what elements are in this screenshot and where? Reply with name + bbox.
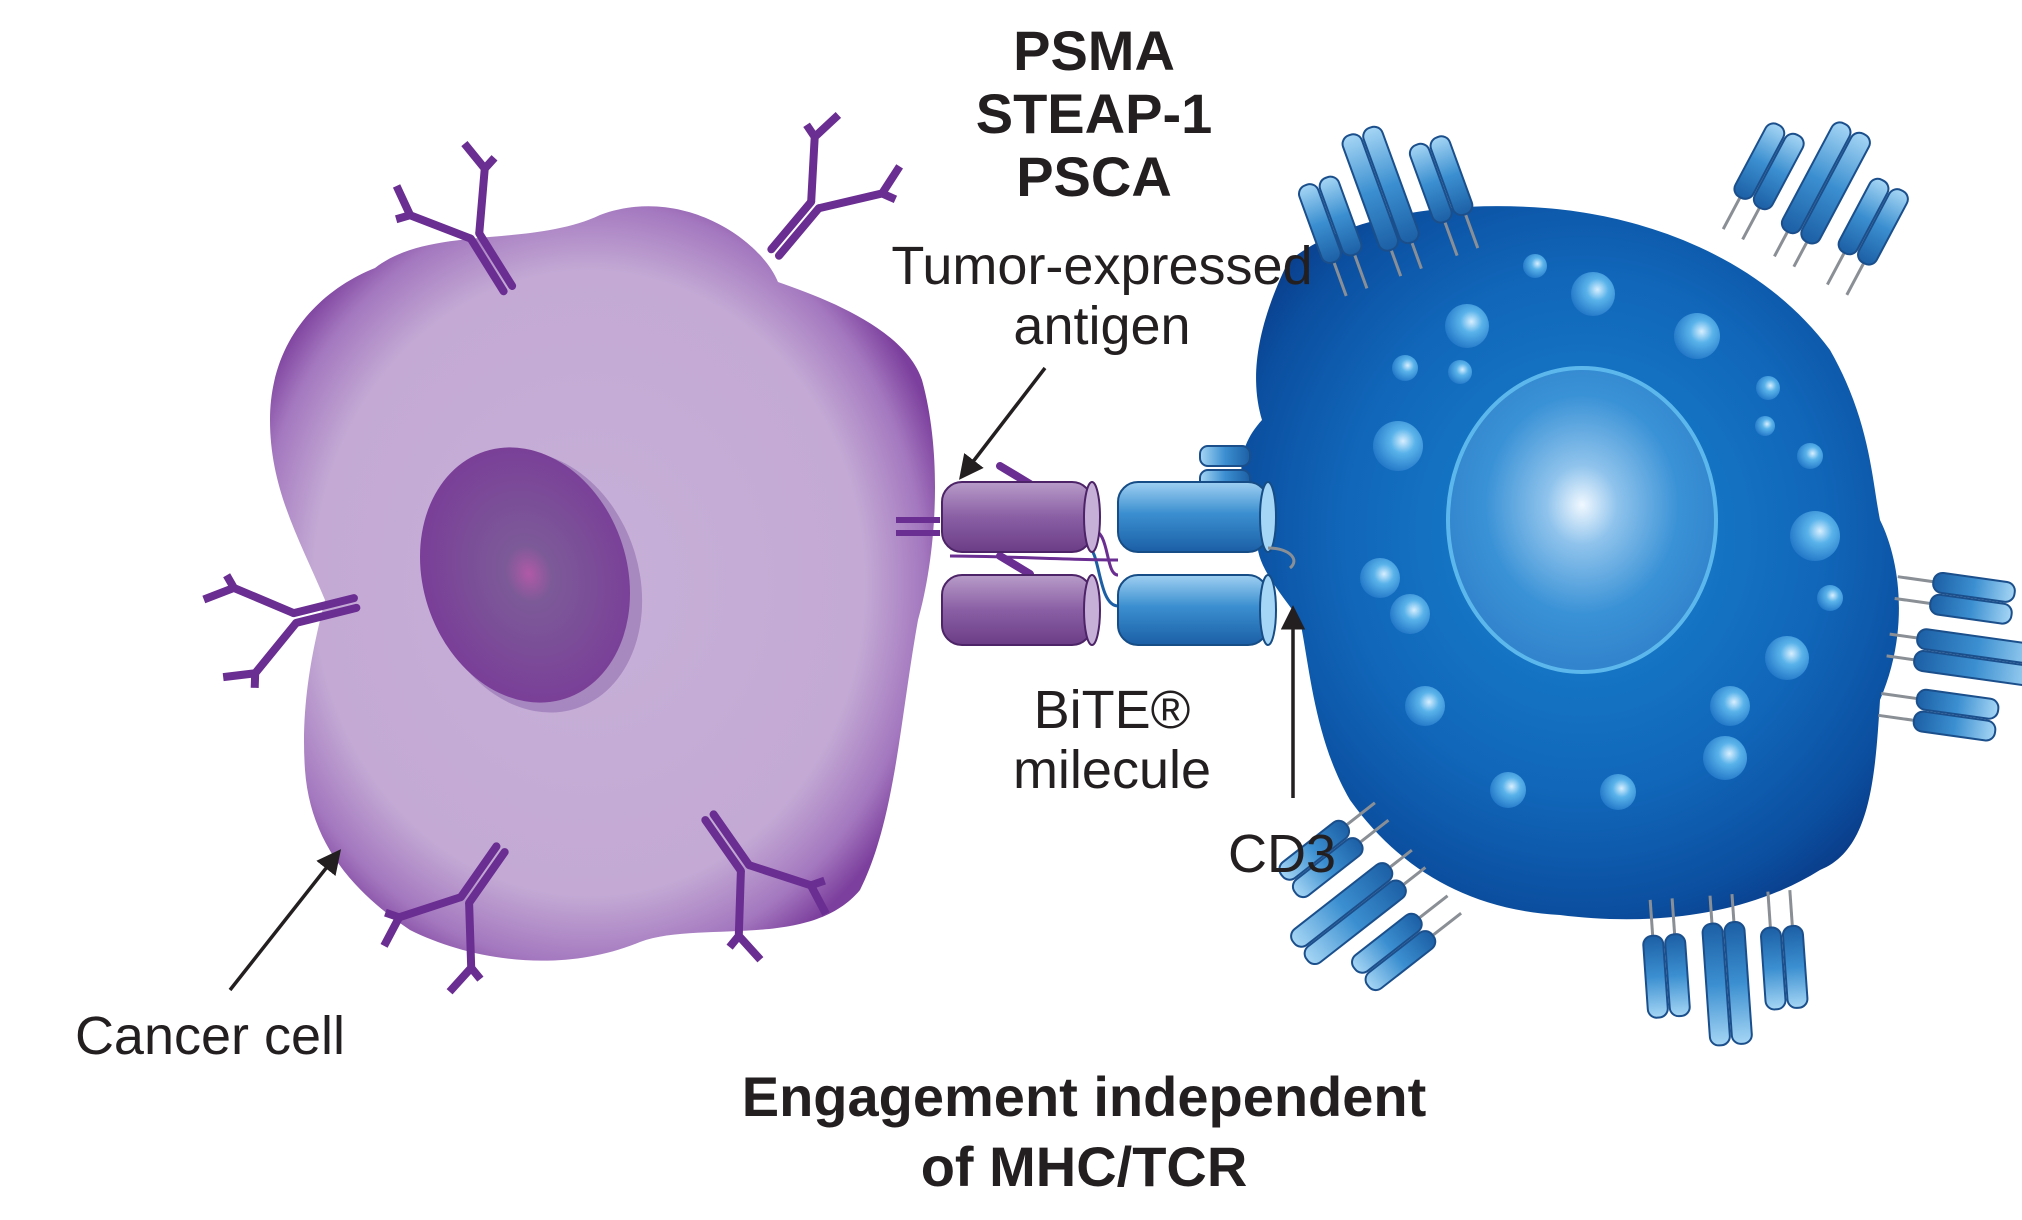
cancer-cell-arrow [228, 849, 342, 992]
bite-antigen-domain-top [941, 481, 1093, 553]
footer-caption: Engagement independent of MHC/TCR [742, 1065, 1427, 1198]
t-cell-nucleus [1446, 366, 1718, 674]
antigen-list: PSMA STEAP-1 PSCA [976, 19, 1213, 208]
t-receptor-cluster-top-right [1712, 117, 1913, 302]
bite-label-line2: milecule [1013, 740, 1211, 800]
cancer-cell-label: Cancer cell [75, 1006, 345, 1066]
tumor-antigen-label-line2: antigen [1013, 296, 1190, 356]
bite-label-line1: BiTE® [1034, 680, 1191, 740]
bite-antigen-domain-bottom [941, 574, 1093, 646]
annotation-arrows [228, 366, 1306, 992]
bite-molecule [896, 462, 1296, 646]
t-cell [1241, 206, 1899, 920]
bite-cd3-domain-top [1117, 481, 1269, 553]
cancer-cell-nucleus [420, 447, 630, 703]
bite-cd3-domain-bottom [1117, 574, 1269, 646]
t-cell-granules [1360, 254, 1843, 810]
t-receptor-cluster-right [1875, 565, 2022, 744]
footer-line1: Engagement independent [742, 1065, 1427, 1128]
tumor-antigen-label-line1: Tumor-expressed [891, 236, 1312, 296]
antigen-arrow [959, 366, 1047, 480]
antigen-steap1: STEAP-1 [976, 82, 1213, 145]
cd3-label: CD3 [1228, 824, 1336, 884]
antigen-psma: PSMA [1013, 19, 1175, 82]
footer-line2: of MHC/TCR [921, 1135, 1248, 1198]
antigen-psca: PSCA [1016, 145, 1172, 208]
cancer-cell [270, 206, 936, 961]
